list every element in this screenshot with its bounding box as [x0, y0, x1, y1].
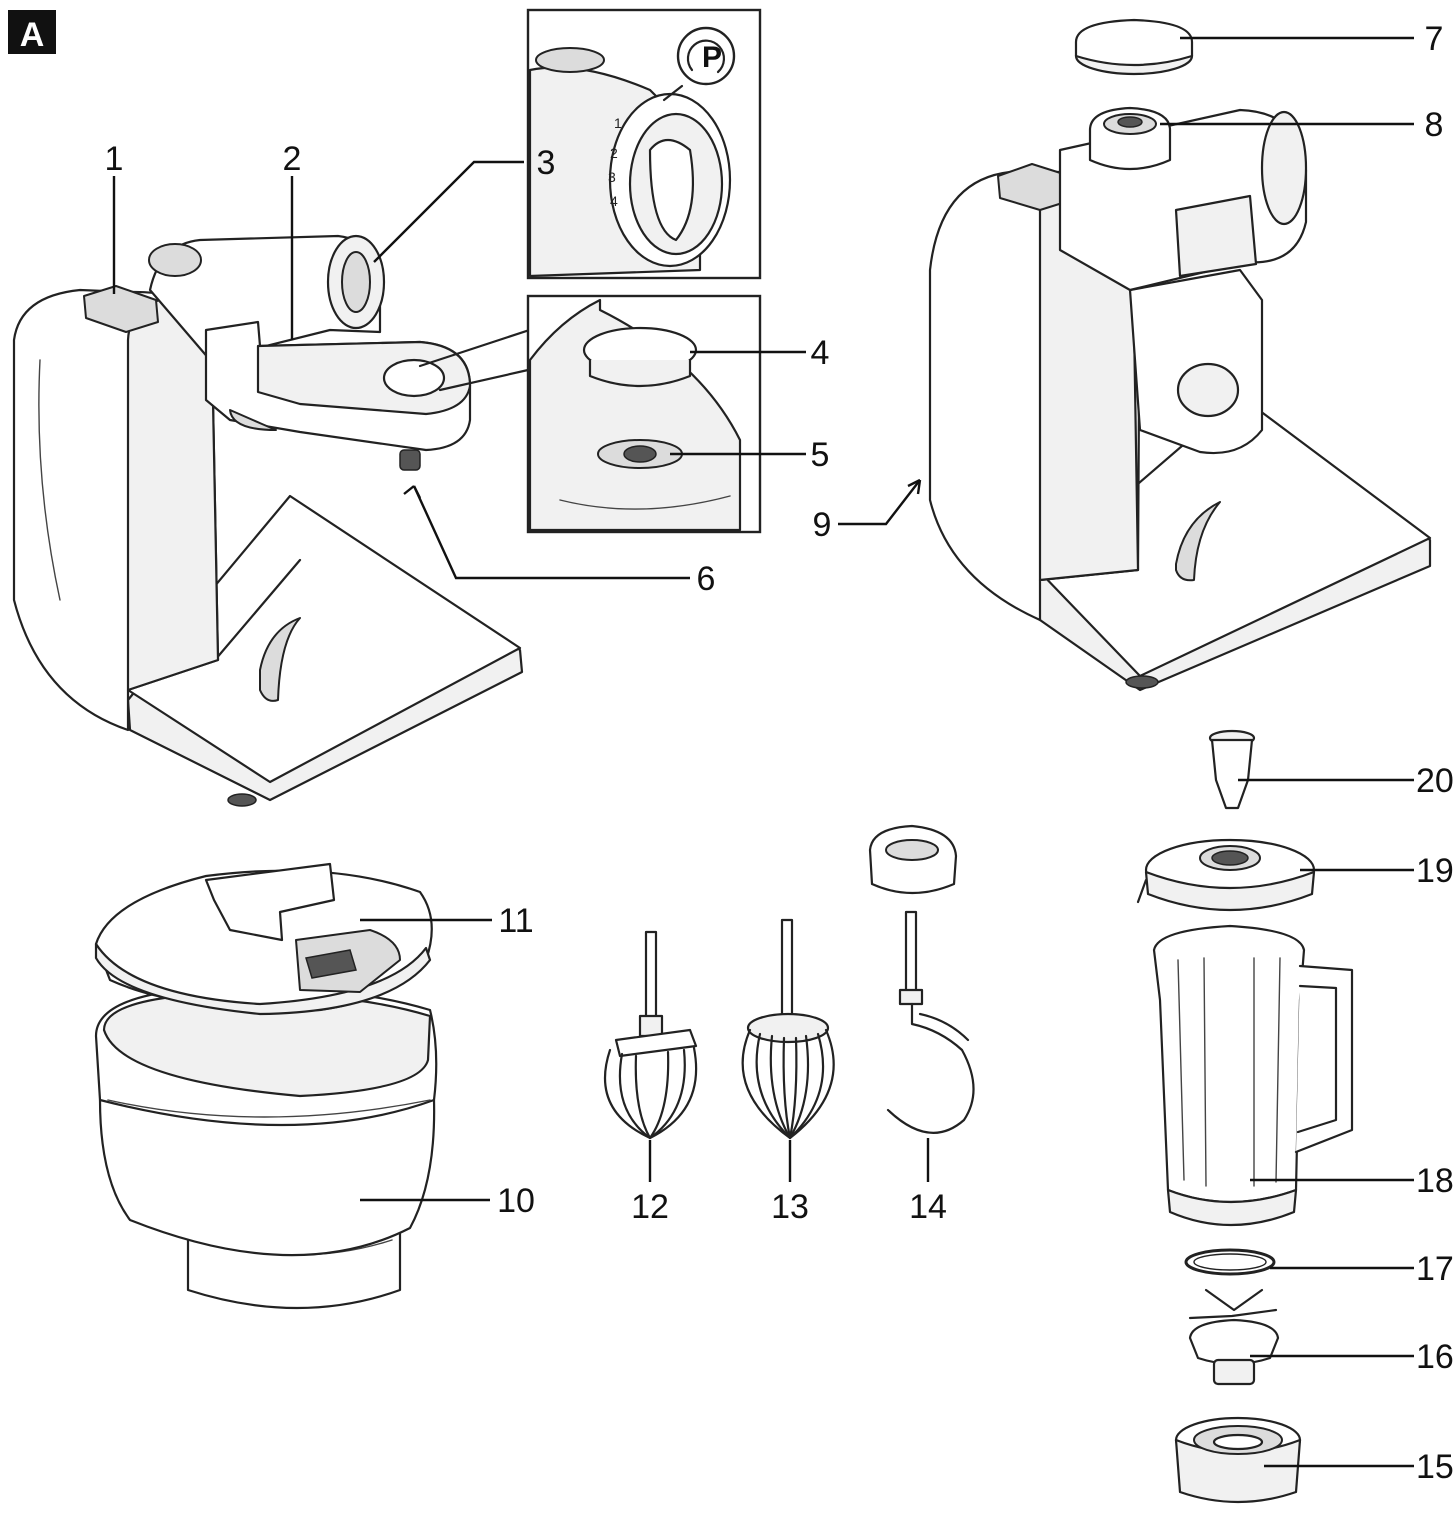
figure-tag: A: [8, 10, 56, 54]
callout-9: 9: [813, 506, 832, 544]
dial-marking-2: 3: [608, 169, 616, 185]
callout-17: 17: [1416, 1250, 1453, 1288]
callout-19: 19: [1416, 852, 1453, 890]
callout-2: 2: [283, 140, 302, 178]
inset-speed-dial: 1 2 3 4 P: [526, 8, 762, 280]
inset-drive-cover: [526, 294, 762, 534]
whisk-tool-drawing: [741, 918, 835, 1140]
callout-3: 3: [537, 144, 556, 182]
dial-marking-3: 4: [610, 193, 618, 209]
dial-marking-1: 2: [610, 145, 618, 161]
callout-labels: 1 2 3 4 5 6 7 8 9 10 11 12 13 14 15 16 1…: [105, 20, 1453, 1486]
callout-20: 20: [1416, 762, 1453, 800]
callout-8: 8: [1425, 106, 1444, 144]
callout-12: 12: [631, 1188, 669, 1226]
mixing-bowl-drawing: [94, 862, 438, 1310]
leader-lines: [112, 36, 1414, 1468]
callout-10: 10: [497, 1182, 535, 1220]
callout-11: 11: [498, 902, 533, 940]
dial-marking-0: 1: [614, 115, 622, 131]
callout-1: 1: [105, 140, 124, 178]
callout-15: 15: [1416, 1448, 1453, 1486]
base-unit-drawing: [12, 234, 562, 807]
base-unit-raised-drawing: [928, 18, 1432, 692]
dial-program-badge: P: [702, 41, 722, 74]
figure-tag-letter: A: [20, 16, 45, 54]
callout-18: 18: [1416, 1162, 1453, 1200]
callout-14: 14: [909, 1188, 947, 1226]
callout-7: 7: [1425, 20, 1444, 58]
callout-4: 4: [811, 334, 830, 372]
blender-drawing: [1136, 729, 1354, 1504]
beater-tool-drawing: [603, 930, 698, 1140]
dough-hook-drawing: [868, 824, 975, 1134]
callout-5: 5: [811, 436, 830, 474]
callout-13: 13: [771, 1188, 809, 1226]
callout-6: 6: [697, 560, 716, 598]
callout-16: 16: [1416, 1338, 1453, 1376]
